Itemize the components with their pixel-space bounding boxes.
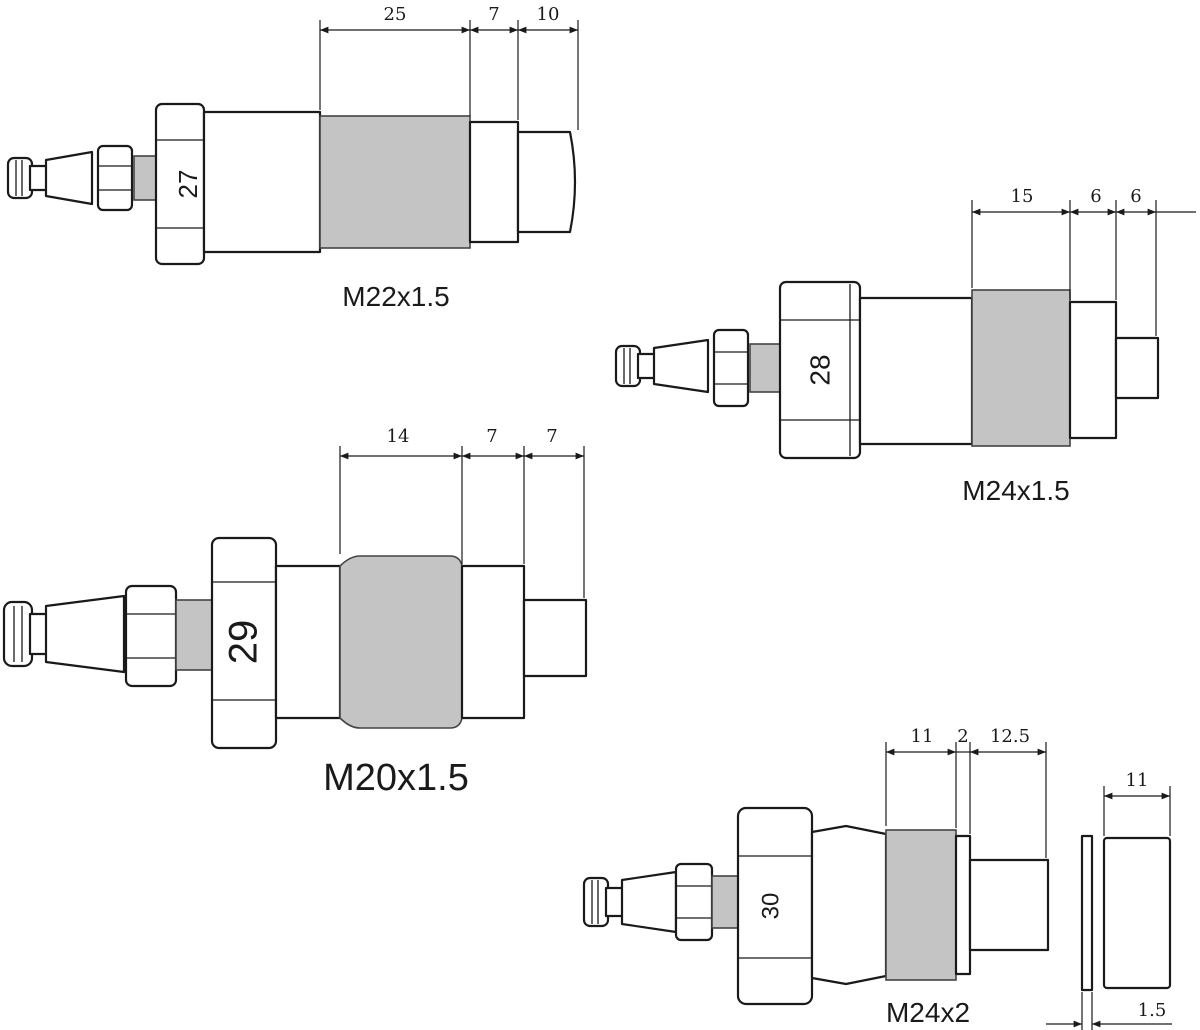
thread-size-label: M24x2 [886, 997, 970, 1028]
tapered-body [810, 824, 888, 986]
pilot-tip [968, 858, 1050, 952]
dimension-lines [971, 200, 1196, 336]
small-hex-nut [96, 144, 134, 212]
dimension-label: 25 [384, 4, 407, 25]
thread-size-label: M22x1.5 [342, 281, 449, 312]
main-thread [971, 289, 1071, 447]
adapter-m22: 27 25 7 10 M22x1.5 [6, 4, 579, 312]
dimension-label: 12.5 [990, 726, 1030, 747]
spacer-sleeve [1102, 836, 1172, 990]
pilot-tip [522, 598, 588, 678]
dimension-lines [319, 20, 579, 130]
quick-coupler-plug [582, 870, 678, 934]
main-thread [885, 829, 957, 981]
thread-size-label: M20x1.5 [323, 757, 469, 799]
dimension-label: 7 [546, 426, 557, 447]
shoulder [468, 120, 520, 244]
dimension-label: 7 [486, 426, 497, 447]
dimension-label: 6 [1090, 186, 1101, 207]
hex-body-27: 27 [154, 102, 206, 266]
small-thread [133, 155, 159, 201]
dimension-label: 10 [537, 4, 560, 25]
washer-dimension-label: 11 [1126, 770, 1149, 791]
dimension-label: 14 [387, 426, 410, 447]
washer-thickness-label: 1.5 [1138, 1000, 1167, 1021]
quick-coupler-plug [614, 338, 710, 394]
small-thread [711, 875, 741, 929]
pilot-tip [1114, 336, 1160, 400]
small-thread [749, 343, 781, 393]
shoulder [1068, 300, 1118, 440]
pilot-tip [516, 130, 577, 234]
shoulder [460, 564, 526, 720]
main-thread [319, 115, 471, 249]
hex-body-29: 29 [210, 536, 278, 750]
dimension-label: 15 [1011, 186, 1034, 207]
small-hex-nut [674, 862, 714, 942]
hex-size-label: 27 [173, 170, 203, 199]
dimension-label: 11 [911, 726, 934, 747]
adapter-m24-1-5: 28 15 6 6 M24x1.5 [614, 186, 1196, 506]
small-thread [175, 599, 217, 671]
sealing-washer [1080, 834, 1094, 992]
thread-size-label: M24x1.5 [962, 475, 1069, 506]
adapter-body [202, 110, 322, 254]
hex-size-label: 28 [804, 354, 835, 385]
quick-coupler-plug [2, 594, 126, 674]
dimension-label: 2 [957, 726, 968, 747]
main-thread [339, 555, 463, 729]
dimension-label: 7 [488, 4, 499, 25]
hex-size-label: 30 [757, 893, 784, 920]
relief-groove [954, 834, 972, 976]
adapter-m20: 29 14 7 7 M20x1.5 [2, 426, 588, 799]
washer-dimension-lines [1046, 786, 1172, 1030]
adapter-body [858, 296, 974, 446]
dimension-lines [339, 446, 585, 598]
small-hex-nut [124, 584, 178, 688]
hex-body-30: 30 [736, 806, 814, 1006]
hex-size-label: 29 [222, 620, 266, 665]
adapter-body [274, 564, 342, 720]
small-hex-nut [712, 328, 750, 408]
dimension-lines [885, 742, 1047, 858]
adapter-m24-2: 30 11 2 12.5 M24x2 [582, 726, 1172, 1030]
quick-coupler-plug [6, 150, 94, 206]
hex-body-28: 28 [778, 280, 862, 460]
dimension-label: 6 [1130, 186, 1141, 207]
